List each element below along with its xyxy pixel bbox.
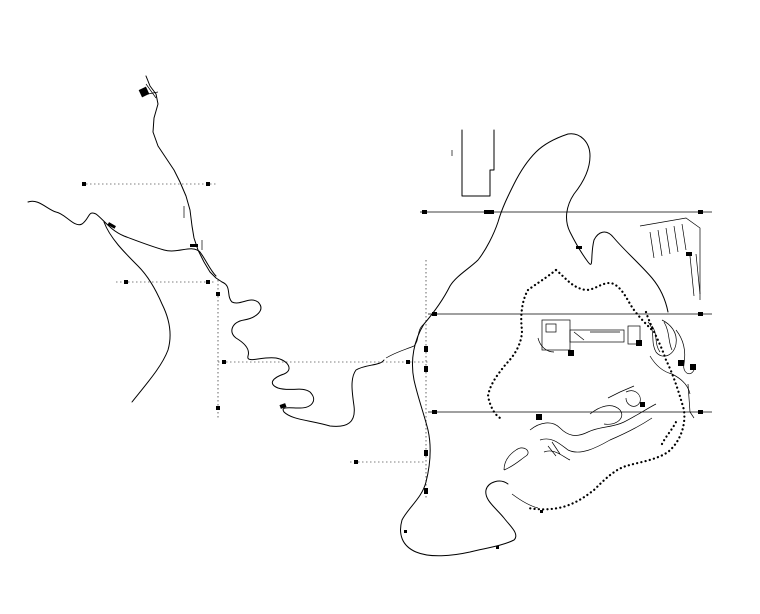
east-channel <box>400 133 669 557</box>
property-boundary <box>486 268 686 511</box>
west-channel <box>27 75 425 427</box>
vertical-sections <box>216 260 428 500</box>
north-inlet <box>451 129 495 197</box>
central-complex <box>537 319 642 356</box>
east-parking <box>639 217 701 300</box>
terraced-south <box>529 385 657 461</box>
section-lines <box>82 182 712 464</box>
terraced-east <box>647 319 696 419</box>
markers <box>107 83 582 549</box>
